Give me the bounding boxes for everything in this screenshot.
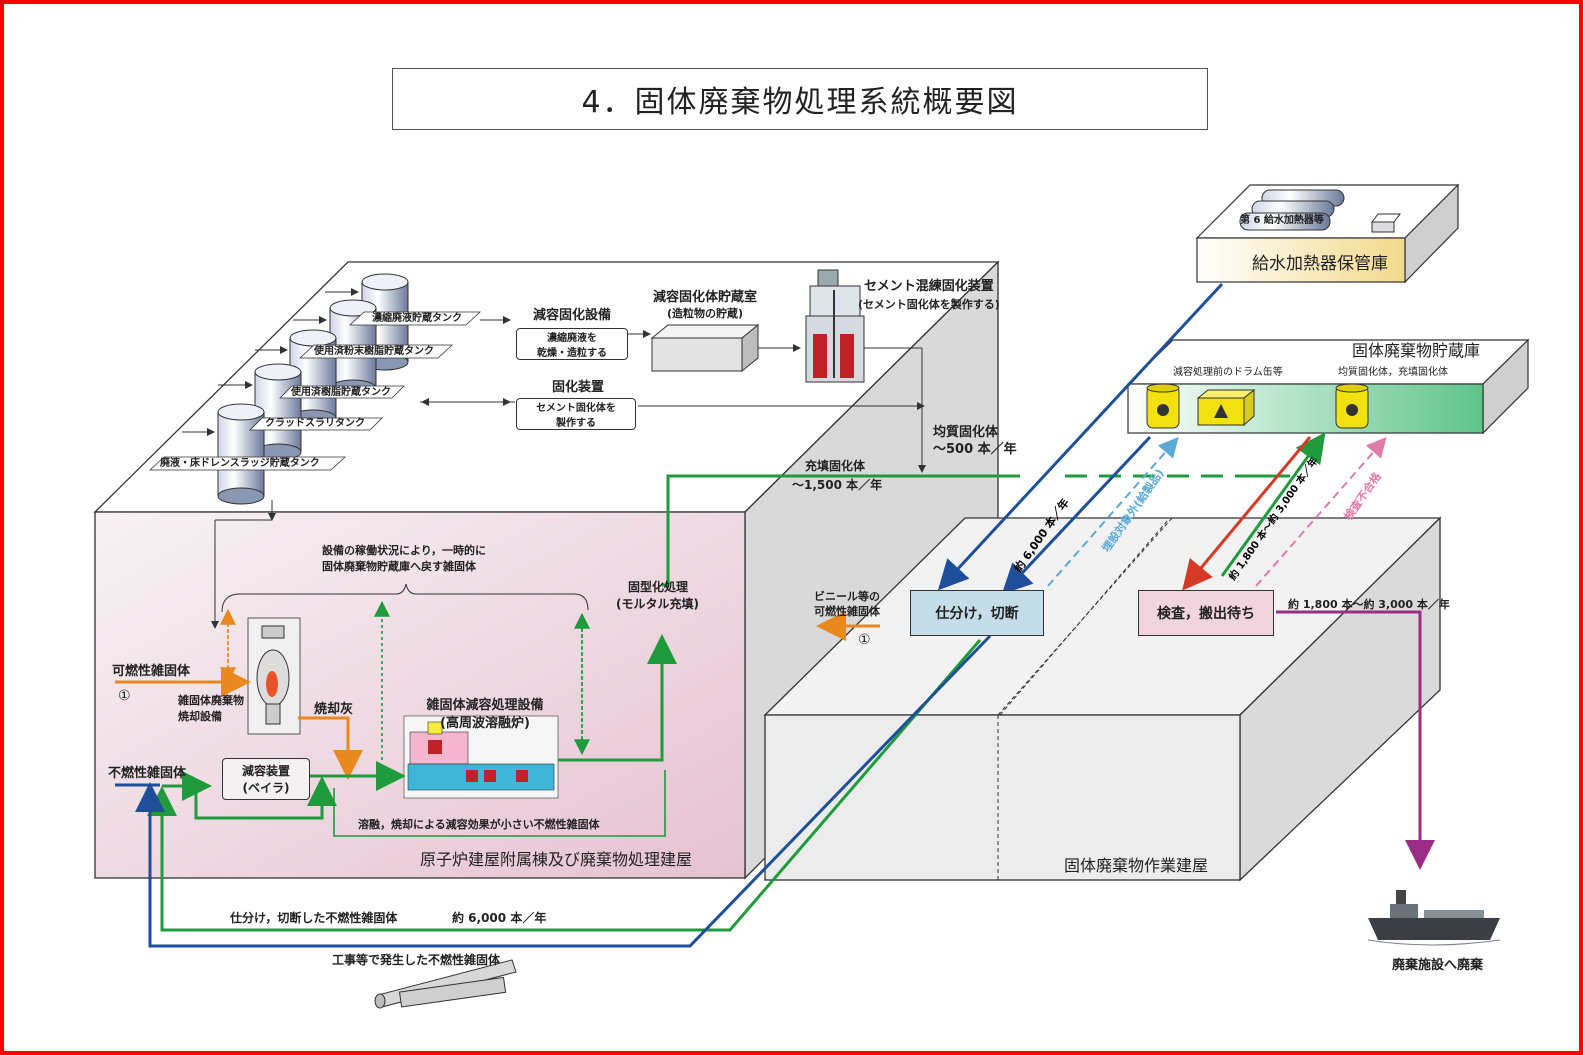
green-flows bbox=[147, 432, 1326, 932]
cement-device-title: セメント混練固化装置 bbox=[864, 279, 994, 294]
vr-solidification-title: 減容固化設備 bbox=[532, 308, 611, 323]
inspection-inflow bbox=[1182, 436, 1312, 591]
reactor-building bbox=[93, 260, 1000, 880]
cement-mixer-icon bbox=[805, 269, 865, 383]
disposal-flow bbox=[1276, 610, 1435, 870]
baler-line1: 減容装置 bbox=[241, 764, 290, 778]
cement-device-sub: (セメント固化体を製作する) bbox=[858, 298, 1000, 311]
temporary-note-line1: 設備の稼働状況により，一時的に bbox=[322, 544, 487, 557]
incinerator-icon bbox=[247, 617, 301, 735]
cut-amount-label: 約 6,000 本／年 bbox=[452, 911, 547, 925]
combustible-label: 可燃性雑固体 bbox=[112, 664, 191, 679]
solidification-desc1: セメント固化体を bbox=[536, 403, 616, 414]
combustible-num: ① bbox=[118, 688, 131, 704]
blue-flows bbox=[115, 282, 1224, 948]
granule-storage-block bbox=[650, 323, 760, 373]
pipe-icon bbox=[374, 959, 517, 1009]
filled-amount: ～1,500 本／年 bbox=[792, 478, 883, 492]
work-building-label: 固体廃棄物作業建屋 bbox=[1064, 856, 1209, 875]
tank-label-powder-resin: 使用済粉末樹脂貯蔵タンク bbox=[314, 346, 434, 357]
heater-storage-title: 給水加熱器保管庫 bbox=[1252, 254, 1388, 274]
noncombustible-label: 不燃性雑固体 bbox=[108, 766, 187, 781]
solidified-drum-icon bbox=[1335, 383, 1369, 429]
page-title: 4．固体廃棄物処理系統概要図 bbox=[392, 68, 1208, 130]
exempt-flow bbox=[1047, 436, 1179, 587]
drum-icon bbox=[1146, 383, 1180, 429]
solidification-title: 固化装置 bbox=[551, 380, 604, 395]
fail-flow bbox=[1255, 436, 1387, 587]
solid-storage-building bbox=[1126, 338, 1530, 435]
heater-cylinders bbox=[1239, 189, 1401, 233]
disposal-label: 廃棄施設へ廃棄 bbox=[1392, 958, 1484, 973]
granule-storage-title: 減容固化体貯蔵室 bbox=[652, 290, 757, 305]
vr-solidification-desc1: 濃縮廃液を bbox=[547, 333, 597, 344]
cut-nonburn-label: 仕分け，切断した不燃性雑固体 bbox=[230, 911, 398, 925]
solidification-box: セメント固化体を 製作する bbox=[516, 398, 636, 430]
vinyl-line2: 可燃性雑固体 bbox=[814, 605, 880, 618]
combustible-flow bbox=[115, 611, 880, 780]
incinerator-line1: 雑固体廃棄物 bbox=[178, 694, 244, 707]
sorting-box: 仕分け，切断 bbox=[910, 590, 1044, 636]
mortar-line2: (モルタル充填) bbox=[616, 597, 699, 611]
tank-label-used-resin: 使用済樹脂貯蔵タンク bbox=[291, 387, 391, 398]
melter-line2: (高周波溶融炉) bbox=[440, 716, 530, 731]
tank-label-concentrated: 濃縮廃液貯蔵タンク bbox=[372, 313, 462, 324]
tank-label-crud-slurry: クラッドスラリタンク bbox=[265, 418, 365, 429]
baler-box: 減容装置 (ベイラ) bbox=[222, 758, 310, 800]
ship-icon bbox=[1367, 890, 1501, 946]
solidification-desc2: 製作する bbox=[556, 418, 596, 429]
construction-label: 工事等で発生した不燃性雑固体 bbox=[332, 953, 501, 967]
vr-solidification-box: 濃縮廃液を 乾燥・造粒する bbox=[516, 328, 628, 360]
reactor-building-label: 原子炉建屋附属棟及び廃棄物処理建屋 bbox=[420, 850, 693, 869]
temporary-return-lines bbox=[211, 519, 590, 760]
tank-process-lines bbox=[268, 316, 926, 521]
mortar-line1: 固型化処理 bbox=[628, 580, 689, 594]
inspection-box: 検査，搬出待ち bbox=[1138, 590, 1274, 636]
temporary-note-line2: 固体廃棄物貯蔵庫へ戻す雑固体 bbox=[322, 560, 476, 573]
tank-group bbox=[148, 273, 482, 505]
homogeneous-label: 均質固化体 bbox=[933, 425, 999, 440]
heater-item-label: 第 6 給水加熱器等 bbox=[1240, 215, 1324, 226]
ash-label: 焼却灰 bbox=[314, 702, 354, 717]
filled-label: 充填固化体 bbox=[805, 459, 866, 473]
incinerator-line2: 焼却設備 bbox=[178, 710, 222, 723]
vinyl-line1: ビニール等の bbox=[814, 590, 880, 603]
heater-storage-building bbox=[1195, 183, 1460, 284]
homogeneous-amount: ～500 本／年 bbox=[933, 442, 1017, 457]
drum-label: 減容処理前のドラム缶等 bbox=[1173, 367, 1283, 378]
melter-line1: 雑固体減容処理設備 bbox=[426, 698, 544, 713]
melter-icon bbox=[403, 715, 559, 799]
low-effect-note: 溶融，焼却による減容効果が小さい不燃性雑固体 bbox=[358, 818, 600, 831]
work-building bbox=[763, 516, 1442, 882]
baler-line2: (ベイラ) bbox=[242, 781, 290, 795]
vinyl-num: ① bbox=[858, 632, 871, 648]
out-range-label: 約 1,800 本～約 3,000 本／年 bbox=[1288, 598, 1450, 611]
granule-storage-sub: (造粒物の貯蔵) bbox=[666, 307, 744, 320]
tank-label-sludge: 廃液・床ドレンスラッジ貯蔵タンク bbox=[160, 458, 320, 469]
solid-label: 均質固化体，充填固化体 bbox=[1338, 367, 1448, 378]
radioactive-box-icon bbox=[1196, 388, 1256, 427]
vr-solidification-desc2: 乾燥・造粒する bbox=[537, 348, 607, 359]
solid-storage-title: 固体廃棄物貯蔵庫 bbox=[1352, 341, 1481, 360]
